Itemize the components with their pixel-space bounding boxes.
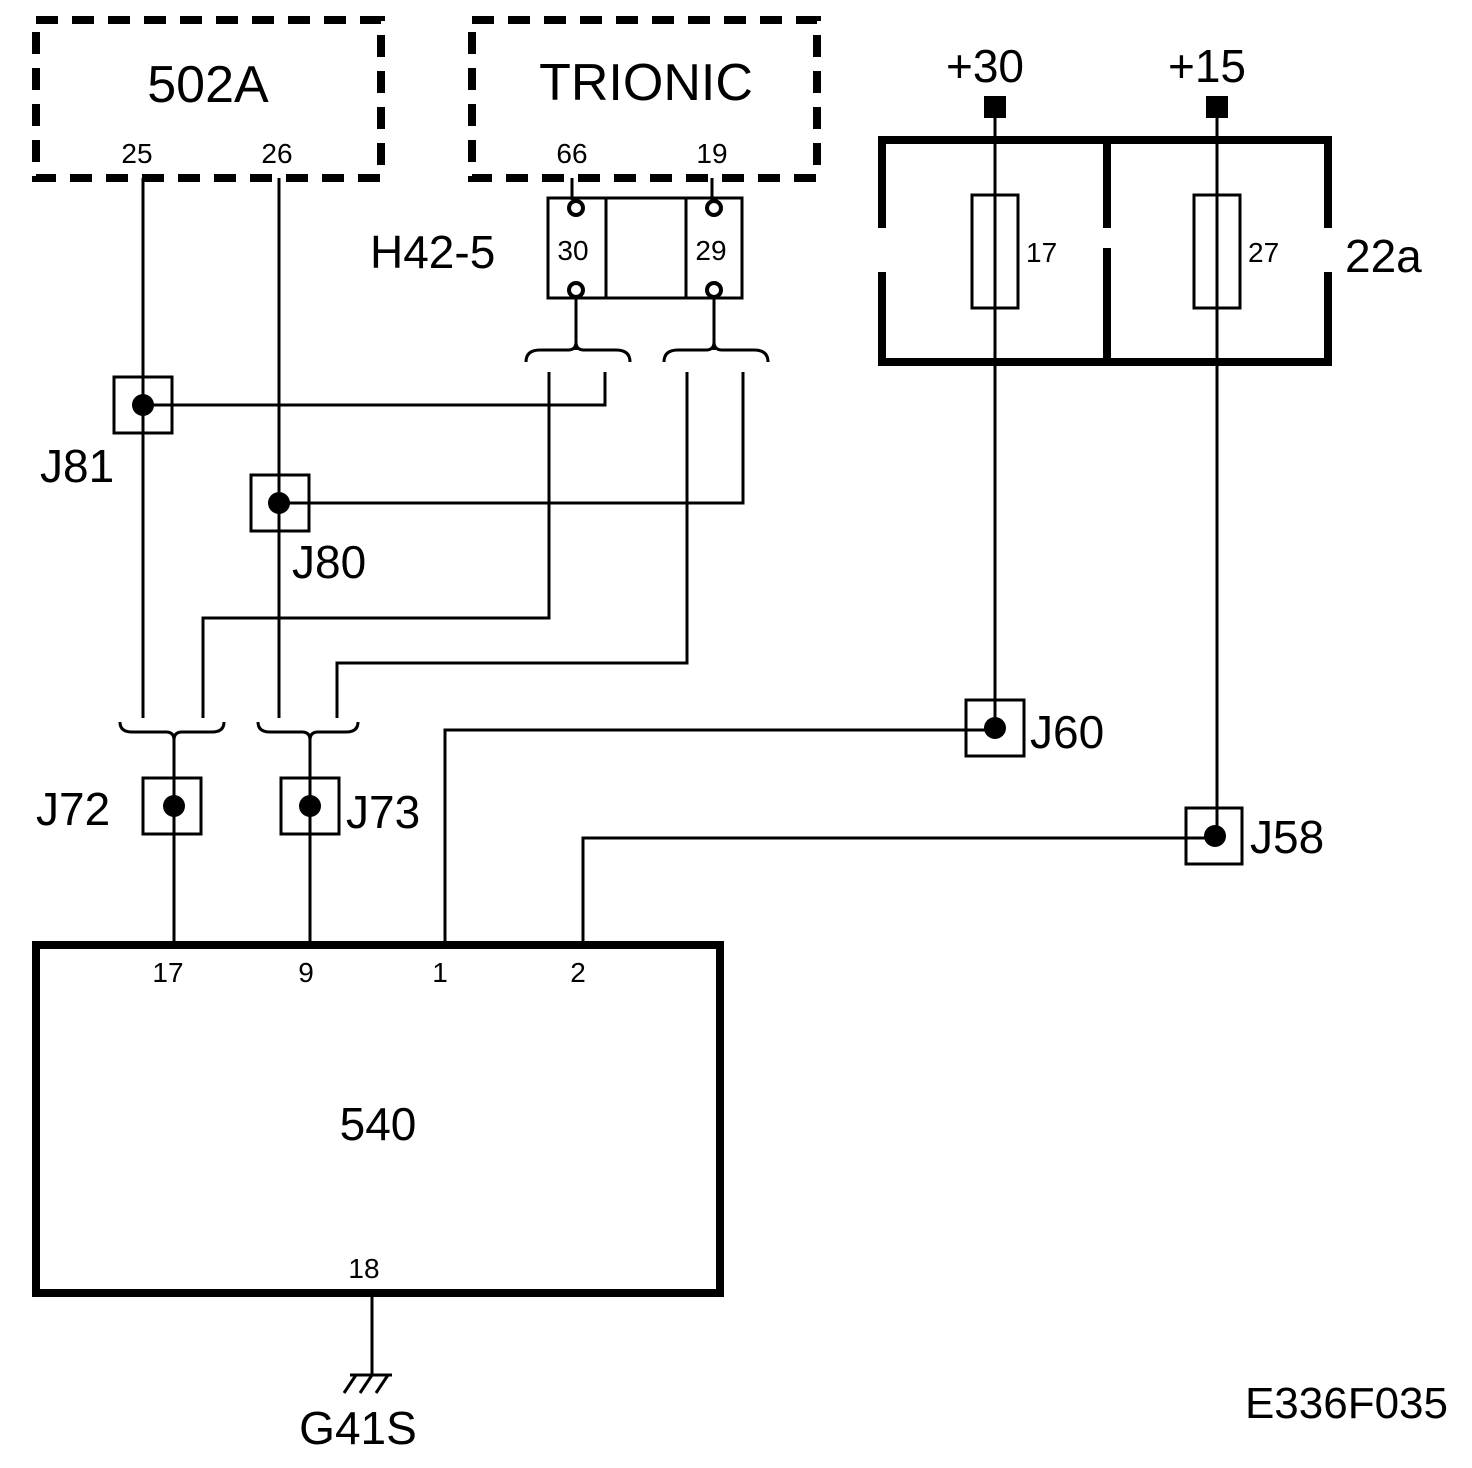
junction-j58: J58 [1184,806,1324,866]
connector-h42-5: H42-5 30 29 [370,196,744,300]
pin-17-label: 17 [152,957,183,988]
module-540: 17 9 1 2 540 18 [32,941,724,1297]
plus30-label: +30 [946,40,1024,92]
j60-label: J60 [1030,706,1104,758]
trionic-label: TRIONIC [539,54,753,112]
g41s-label: G41S [299,1402,417,1454]
module-502a-label: 502A [147,56,269,114]
pin-19-label: 19 [696,138,727,169]
junction-j73: J73 [279,776,420,838]
pin-9-label: 9 [298,957,314,988]
pin-18-label: 18 [348,1253,379,1284]
supply-plus15: +15 [1168,40,1246,118]
junction-j81: J81 [40,375,174,492]
h42-pin-29-label: 29 [695,235,726,266]
j80-label: J80 [292,536,366,588]
module-502a: 502A 25 26 [32,16,385,182]
plus30-terminal [984,96,1006,118]
h42-5-label: H42-5 [370,226,495,278]
ground-g41s: G41S [299,1373,417,1454]
pin-26-label: 26 [261,138,292,169]
fusebox-22a: 17 27 22a [878,136,1422,366]
h42-pin-29-top [705,199,723,217]
junction-j80: J80 [249,473,366,588]
plus15-label: +15 [1168,40,1246,92]
pin-2-label: 2 [570,957,586,988]
fuse-17-label: 17 [1026,237,1057,268]
h42-pin-30-top [567,199,585,217]
wires [118,118,1219,1375]
h42-pin-29-bottom [705,281,723,299]
h42-pin-30-bottom [567,281,585,299]
j72-label: J72 [36,783,110,835]
plus15-terminal [1206,96,1228,118]
h42-pin-30-label: 30 [557,235,588,266]
fuse-27-label: 27 [1248,237,1279,268]
j58-label: J58 [1250,811,1324,863]
module-trionic: TRIONIC 66 19 [468,16,821,182]
pin-66-label: 66 [556,138,587,169]
junction-j72: J72 [36,776,203,836]
junction-j60: J60 [964,698,1104,758]
j73-label: J73 [346,786,420,838]
j81-label: J81 [40,440,114,492]
fusebox-22a-label: 22a [1345,230,1422,282]
module-540-label: 540 [340,1098,417,1150]
pin-25-label: 25 [121,138,152,169]
supply-plus30: +30 [946,40,1024,118]
pin-1-label: 1 [432,957,448,988]
figure-code: E336F035 [1245,1379,1448,1428]
